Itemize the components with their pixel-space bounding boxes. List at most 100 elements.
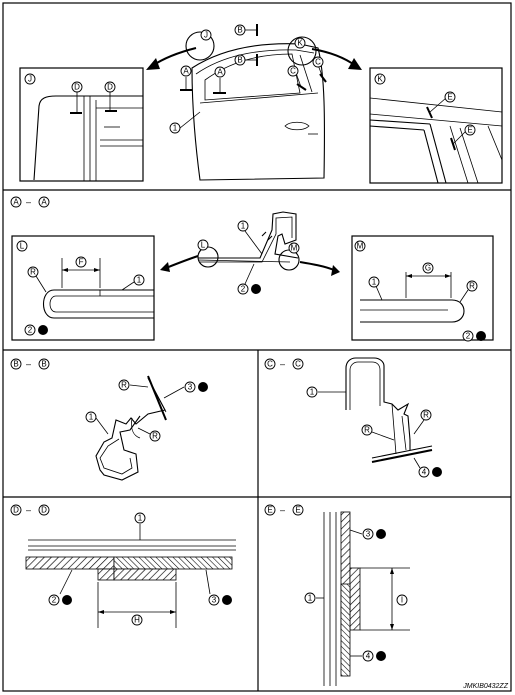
svg-text:A: A [217, 68, 223, 77]
callout-r-c-left: R [361, 424, 373, 436]
panel-section-c [318, 357, 433, 469]
svg-text:R: R [152, 432, 158, 441]
svg-text:1: 1 [173, 124, 178, 133]
svg-text:B: B [237, 26, 242, 35]
callout-b-lower: B [234, 54, 246, 66]
callout-2-a: 2 [237, 283, 249, 295]
svg-text:K: K [297, 39, 303, 48]
x-circle-icon [222, 595, 232, 605]
svg-text:D: D [74, 83, 80, 92]
svg-text:G: G [425, 264, 431, 273]
x-circle-icon [376, 651, 386, 661]
callout-b-upper: B [234, 24, 246, 36]
svg-text:1: 1 [308, 594, 313, 603]
callout-4-c: 4 [418, 466, 430, 478]
callout-3-b: 3 [184, 381, 196, 393]
svg-text:C: C [267, 360, 273, 369]
svg-text:1: 1 [241, 222, 246, 231]
door-outline [191, 43, 326, 181]
x-circle-icon [62, 595, 72, 605]
svg-text:A: A [183, 67, 189, 76]
svg-text:2: 2 [52, 596, 57, 605]
callout-c-right: C [312, 56, 324, 68]
title-sep-b: – [26, 359, 31, 369]
callout-3-d: 3 [208, 594, 220, 606]
svg-text:D: D [107, 83, 113, 92]
callout-c-title-2: C [292, 358, 304, 370]
callout-b-title-2: B [38, 358, 50, 370]
svg-text:3: 3 [212, 596, 217, 605]
svg-text:4: 4 [422, 468, 427, 477]
x-circle-icon [376, 529, 386, 539]
svg-text:A: A [13, 198, 19, 207]
callout-2-m: 2 [462, 330, 474, 342]
callout-r-m: R [466, 280, 478, 292]
callouts: J K B B A A C C 1 J D D K E E A A 1 L M … [10, 24, 478, 662]
svg-text:F: F [79, 258, 84, 267]
callout-a-title-1: A [10, 196, 22, 208]
panel-section-a [160, 211, 340, 285]
panel-section-e [316, 511, 410, 686]
callout-e-title-1: E [264, 504, 276, 516]
callout-k-box: K [374, 73, 386, 85]
callout-e-upper: E [444, 91, 456, 103]
x-circle-icon [198, 382, 208, 392]
svg-text:H: H [134, 616, 140, 625]
svg-text:E: E [295, 506, 300, 515]
section-titles: – – – – – [26, 197, 285, 515]
callout-r-b-lower: R [149, 430, 161, 442]
x-circle-icon [432, 467, 442, 477]
detail-l [11, 235, 155, 341]
door-handle [284, 121, 310, 131]
svg-text:B: B [237, 56, 242, 65]
callout-k: K [294, 37, 306, 49]
callout-3-e: 3 [362, 528, 374, 540]
callout-a-left: A [180, 65, 192, 77]
callout-g: G [422, 262, 434, 274]
callout-r-c-right: R [420, 409, 432, 421]
title-sep-a: – [26, 197, 31, 207]
svg-text:M: M [291, 244, 298, 253]
svg-text:1: 1 [138, 514, 143, 523]
title-sep-d: – [26, 505, 31, 515]
callout-2-l: 2 [24, 324, 36, 336]
callout-1-a: 1 [237, 220, 249, 232]
callout-r-b-upper: R [118, 379, 130, 391]
x-circle-icon [251, 284, 261, 294]
callout-1-m: 1 [368, 276, 380, 288]
callout-1-b: 1 [85, 411, 97, 423]
svg-text:C: C [295, 360, 301, 369]
svg-text:E: E [267, 506, 272, 515]
callout-d-left: D [71, 81, 83, 93]
svg-text:M: M [357, 242, 364, 251]
callout-h: H [131, 614, 143, 626]
svg-text:2: 2 [28, 326, 33, 335]
svg-text:2: 2 [466, 332, 471, 341]
svg-text:R: R [469, 282, 475, 291]
d-seal-right [113, 556, 233, 570]
detail-j [19, 67, 144, 182]
svg-text:3: 3 [188, 383, 193, 392]
callout-e-title-2: E [292, 504, 304, 516]
svg-text:B: B [41, 360, 46, 369]
callout-j-box: J [24, 73, 36, 85]
callout-d-title-2: D [38, 504, 50, 516]
panel-door-overview [146, 24, 362, 181]
svg-text:R: R [30, 268, 36, 277]
callout-i: I [396, 594, 408, 606]
callout-1-d: 1 [134, 512, 146, 524]
title-sep-c: – [280, 359, 285, 369]
svg-text:E: E [447, 93, 452, 102]
svg-text:R: R [364, 426, 370, 435]
b-weatherstrip-profile [95, 377, 166, 481]
x-circle-icon [476, 331, 486, 341]
svg-text:L: L [201, 241, 206, 250]
callout-l-box: L [16, 240, 28, 252]
svg-text:R: R [423, 411, 429, 420]
callout-d-title-1: D [10, 504, 22, 516]
callout-j: J [200, 29, 212, 41]
d-seal-left [25, 556, 115, 570]
callout-4-e: 4 [362, 650, 374, 662]
detail-k [369, 67, 503, 184]
